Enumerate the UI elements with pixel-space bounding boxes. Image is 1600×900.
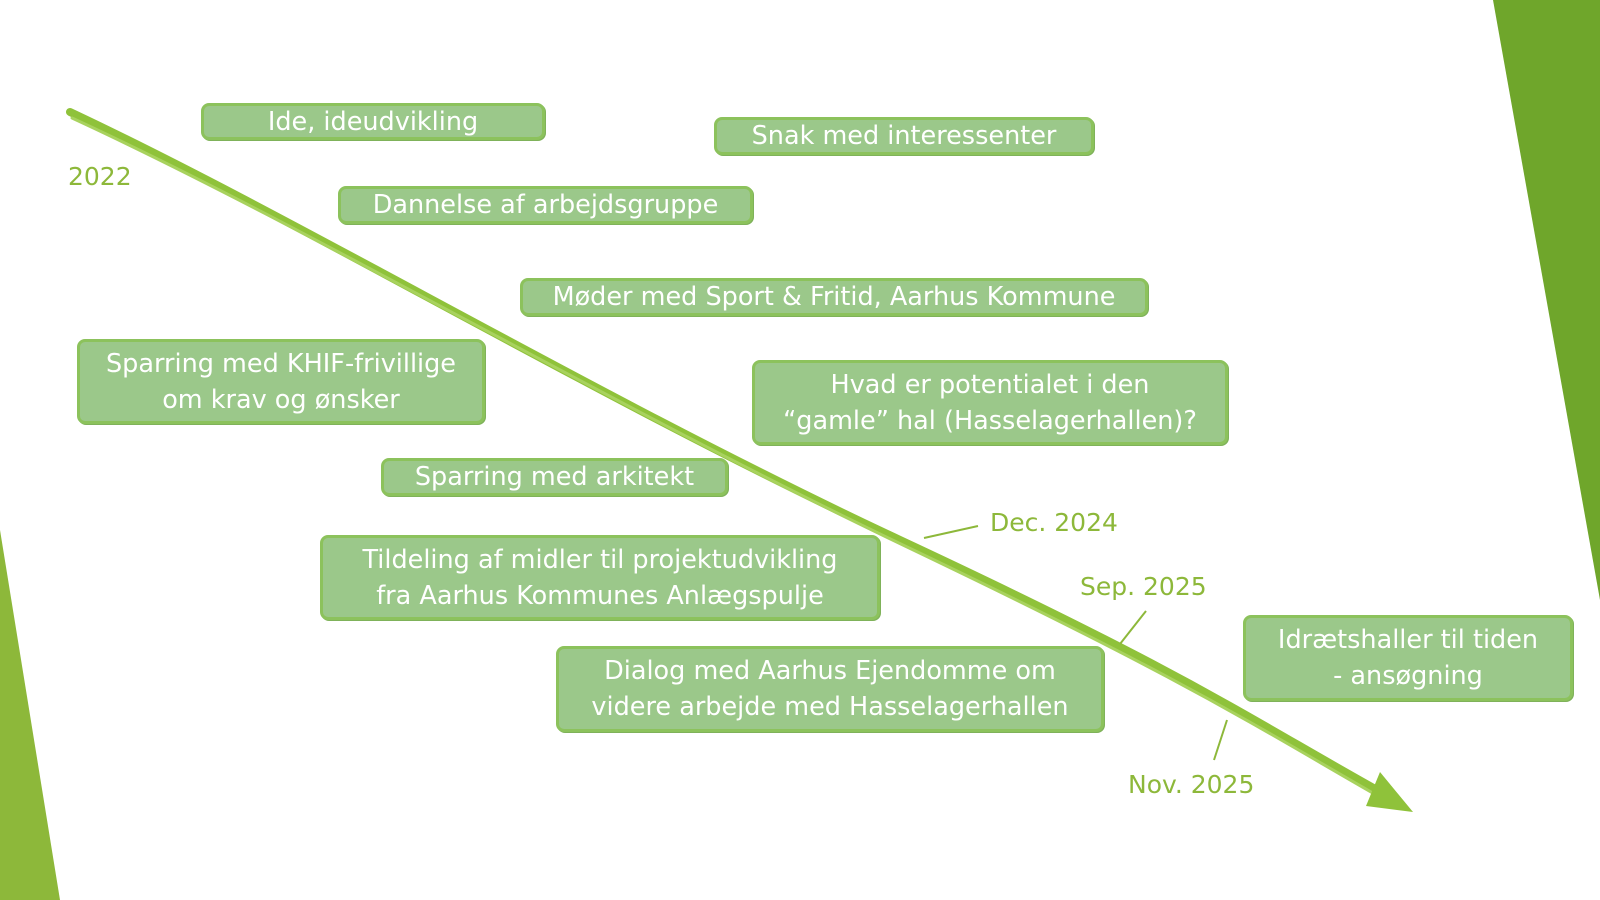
milestone-potentiale: Hvad er potentialet i den “gamle” hal (H… bbox=[752, 360, 1228, 445]
milestone-arkitekt: Sparring med arkitekt bbox=[381, 458, 728, 496]
milestone-idraetshaller: Idrætshaller til tiden - ansøgning bbox=[1243, 615, 1573, 701]
milestone-arkitekt-text: Sparring med arkitekt bbox=[414, 462, 695, 492]
milestone-dialog: Dialog med Aarhus Ejendomme om videre ar… bbox=[556, 646, 1104, 732]
timeline-arrow-shaft-sketch bbox=[70, 116, 1394, 806]
nov-2025-leader bbox=[1213, 719, 1228, 761]
milestone-moeder: Møder med Sport & Fritid, Aarhus Kommune bbox=[520, 278, 1148, 316]
milestone-sparring-frivillige: Sparring med KHIF-frivillige om krav og … bbox=[77, 339, 485, 424]
milestone-potentiale-text: Hvad er potentialet i den “gamle” hal (H… bbox=[783, 367, 1197, 439]
milestone-tildeling-text: Tildeling af midler til projektudvikling… bbox=[363, 542, 838, 614]
date-label-sep-2025: Sep. 2025 bbox=[1080, 572, 1207, 601]
milestone-arbejdsgruppe: Dannelse af arbejdsgruppe bbox=[338, 186, 753, 224]
milestone-sparring-frivillige-text: Sparring med KHIF-frivillige om krav og … bbox=[106, 346, 456, 418]
milestone-interessenter-text: Snak med interessenter bbox=[751, 121, 1057, 151]
milestone-tildeling-line-1: Tildeling af midler til projektudvikling bbox=[362, 544, 838, 575]
timeline-arrow-head bbox=[1366, 772, 1413, 812]
milestone-interessenter: Snak med interessenter bbox=[714, 117, 1094, 155]
milestone-tildeling: Tildeling af midler til projektudvikling… bbox=[320, 535, 880, 620]
milestone-ide: Ide, ideudvikling bbox=[201, 103, 545, 140]
right-green-band bbox=[1493, 0, 1600, 600]
sep-2025-leader bbox=[1119, 610, 1147, 645]
date-label-2022: 2022 bbox=[68, 162, 132, 191]
milestone-tildeling-line-2: fra Aarhus Kommunes Anlægspulje bbox=[376, 580, 824, 611]
timeline-arrow-shaft bbox=[66, 108, 1399, 804]
milestone-sparring-frivillige-line-2: om krav og ønsker bbox=[162, 384, 400, 415]
milestone-idraetshaller-line-1: Idrætshaller til tiden bbox=[1277, 625, 1539, 655]
milestone-moeder-text: Møder med Sport & Fritid, Aarhus Kommune bbox=[552, 282, 1116, 312]
milestone-dialog-line-1: Dialog med Aarhus Ejendomme om bbox=[604, 656, 1056, 686]
milestone-sparring-frivillige-line-1: Sparring med KHIF-frivillige bbox=[105, 348, 456, 379]
date-label-nov-2025: Nov. 2025 bbox=[1128, 770, 1255, 799]
milestone-potentiale-line-2: “gamle” hal (Hasselagerhallen)? bbox=[783, 405, 1197, 436]
milestone-dialog-text: Dialog med Aarhus Ejendomme om videre ar… bbox=[591, 653, 1068, 725]
milestone-arbejdsgruppe-text: Dannelse af arbejdsgruppe bbox=[372, 190, 719, 220]
dec-2024-leader bbox=[923, 525, 979, 539]
date-label-dec-2024: Dec. 2024 bbox=[990, 508, 1118, 537]
left-green-band bbox=[0, 530, 60, 900]
milestone-idraetshaller-text: Idrætshaller til tiden - ansøgning bbox=[1278, 622, 1538, 694]
milestone-ide-text: Ide, ideudvikling bbox=[267, 106, 479, 137]
milestone-potentiale-line-1: Hvad er potentialet i den bbox=[830, 369, 1150, 400]
milestone-idraetshaller-line-2: - ansøgning bbox=[1333, 661, 1483, 691]
milestone-dialog-line-2: videre arbejde med Hasselagerhallen bbox=[591, 692, 1069, 722]
